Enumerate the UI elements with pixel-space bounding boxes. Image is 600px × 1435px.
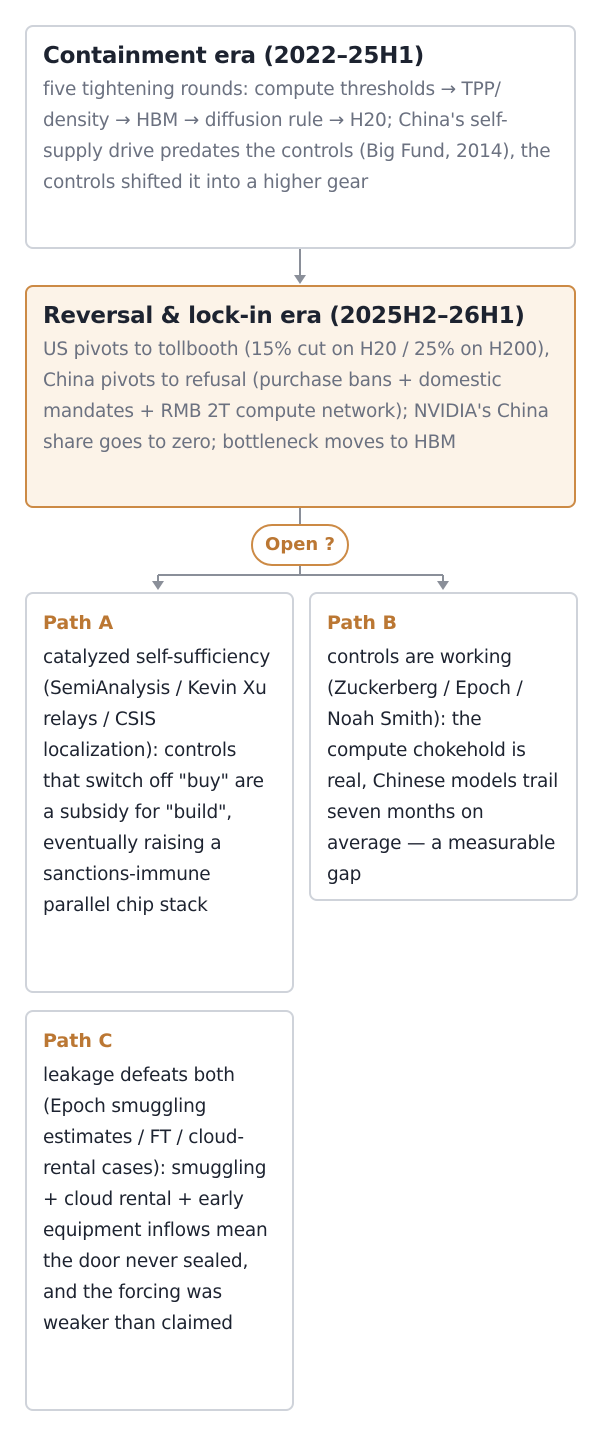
era-title: Reversal & lock-in era (2025H2–26H1) [43,303,525,329]
era-description: US pivots to tollbooth (15% cut on H20 /… [43,339,550,453]
arrowhead-path-b [437,581,449,590]
open-question-badge: Open ? [251,524,349,566]
path-description: catalyzed self-sufficiency (SemiAnalysis… [43,647,271,916]
path-card-b: Path B controls are working (Zuckerberg … [309,592,578,901]
path-card-a: Path A catalyzed self-sufficiency (SemiA… [25,592,294,993]
arrowhead-path-a [152,581,164,590]
era-description: five tightening rounds: compute threshol… [43,79,551,193]
path-card-c: Path C leakage defeats both (Epoch smugg… [25,1010,294,1411]
path-title: Path C [43,1030,113,1052]
era-card-reversal: Reversal & lock-in era (2025H2–26H1) US … [25,285,576,508]
path-description: controls are working (Zuckerberg / Epoch… [327,647,559,885]
arrowhead-era2 [294,275,306,284]
path-description: leakage defeats both (Epoch smuggling es… [43,1065,268,1334]
path-title: Path B [327,612,397,634]
era-title: Containment era (2022–25H1) [43,43,424,69]
path-title: Path A [43,612,114,634]
era-card-containment: Containment era (2022–25H1) five tighten… [25,25,576,249]
